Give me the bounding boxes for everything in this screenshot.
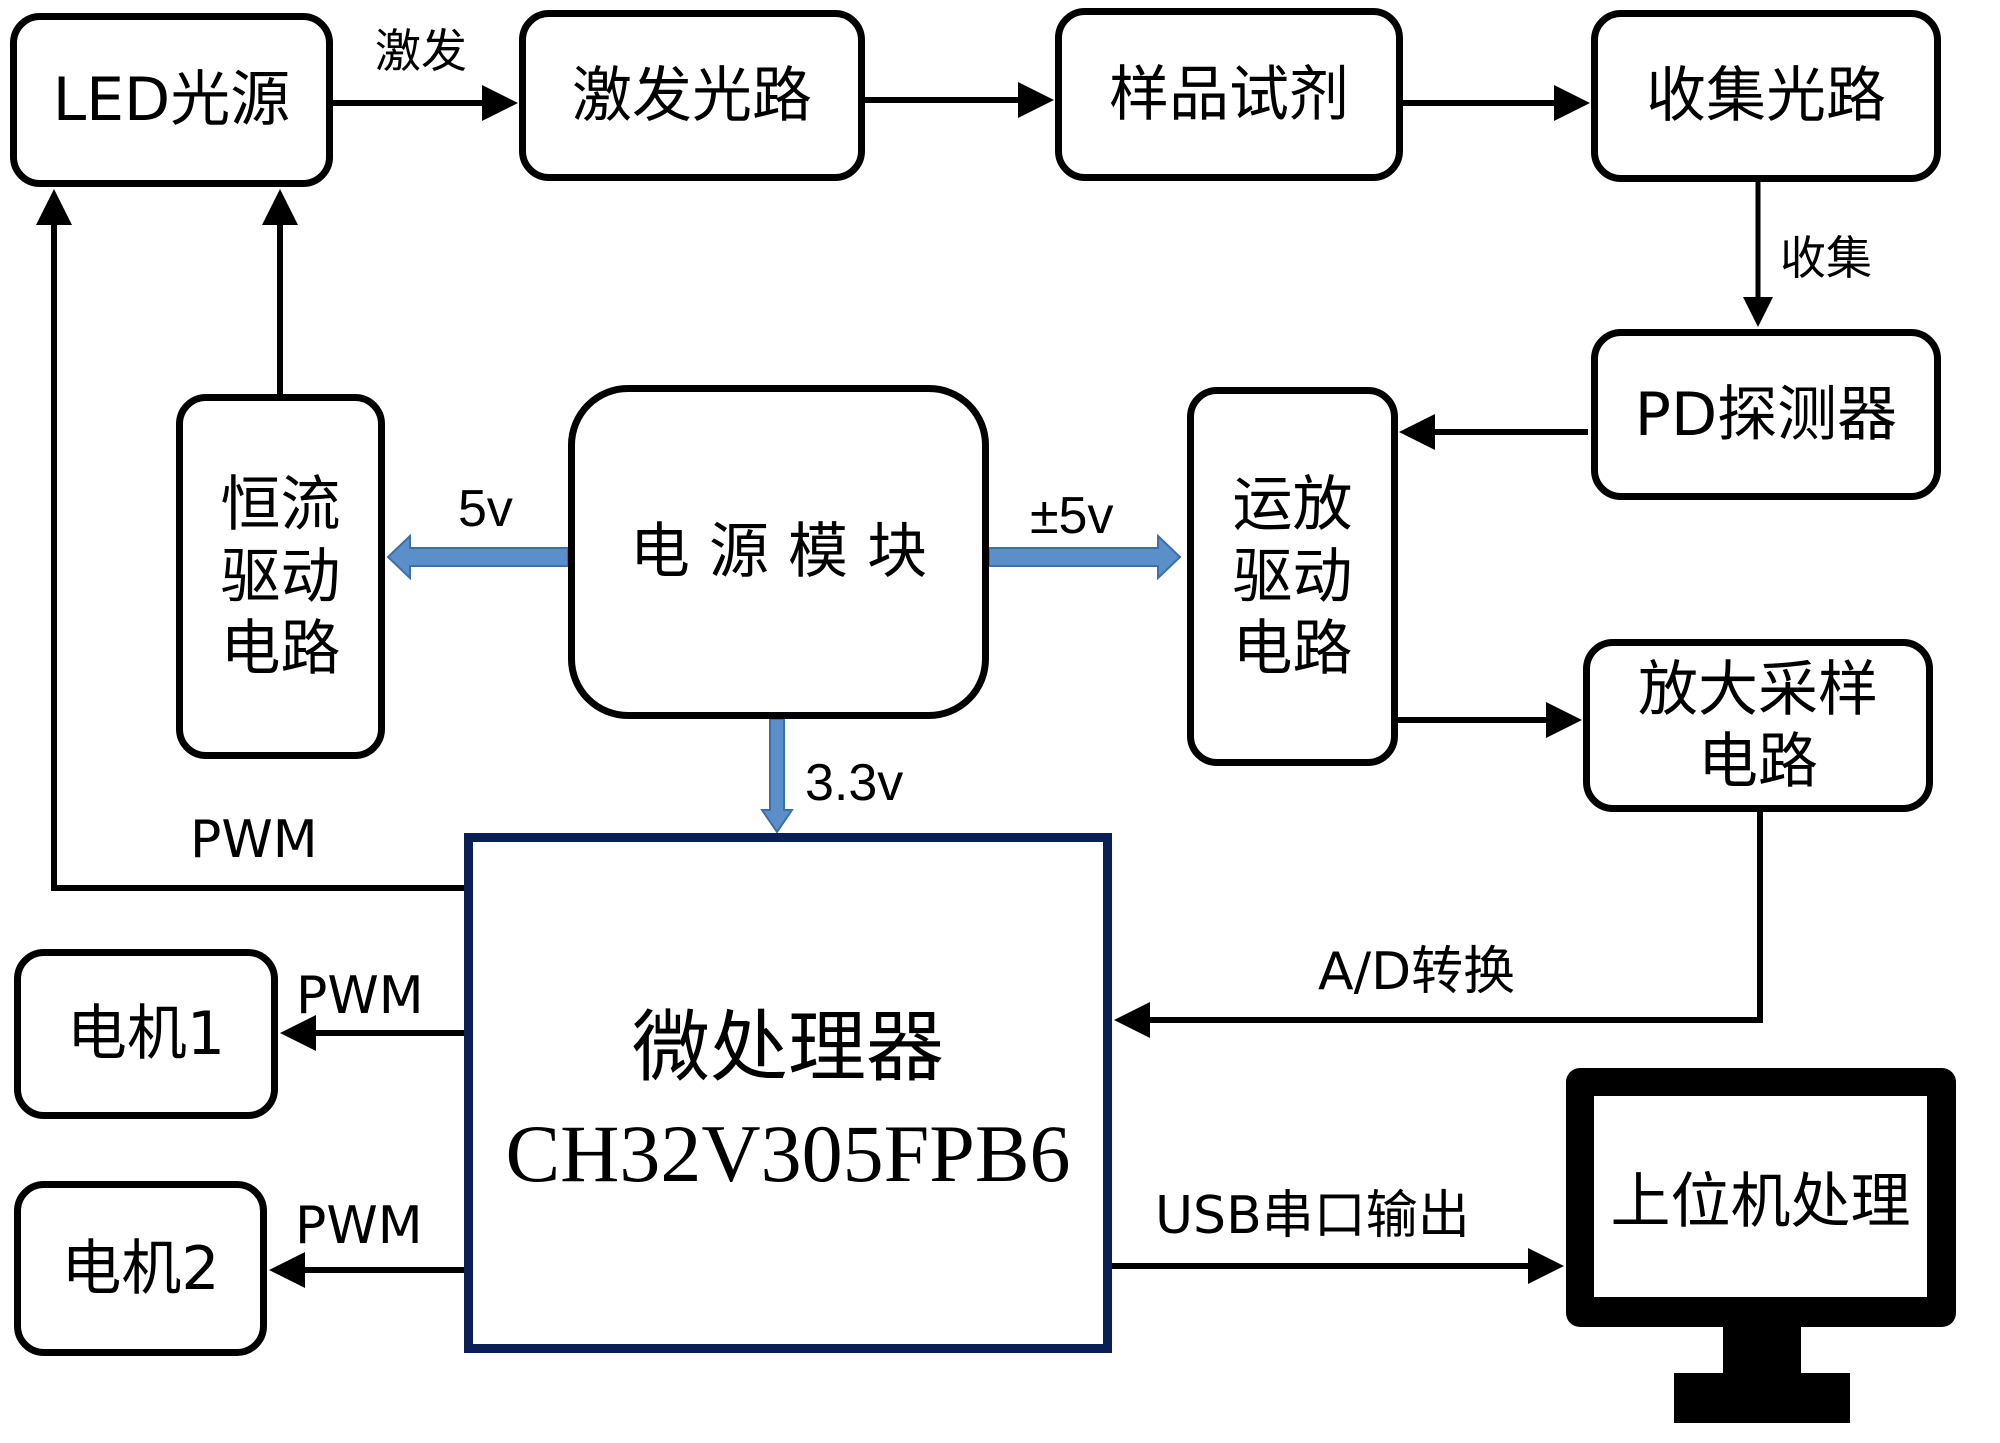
- collection-path-label: 收集光路: [1646, 61, 1886, 131]
- arrow-mcu-pwm-to-led: [36, 189, 464, 891]
- opamp-driver-label: 运放 驱动 电路: [1232, 469, 1353, 684]
- arrow-amp-to-mcu-adc: [1114, 812, 1763, 1038]
- host-pc-monitor-icon: 上位机处理: [1566, 1068, 1956, 1423]
- label-collect: 收集: [1780, 231, 1872, 285]
- led-source-block: LED光源: [10, 13, 333, 187]
- power-arrow-5v: [386, 533, 569, 581]
- opamp-driver-block: 运放 驱动 电路: [1187, 387, 1398, 766]
- power-arrow-pm5v: [988, 533, 1182, 581]
- label-5v: 5v: [458, 480, 513, 538]
- power-module-block: 电 源 模 块: [568, 385, 989, 719]
- label-pwm-motor1: PWM: [296, 966, 424, 1026]
- excitation-path-label: 激发光路: [572, 60, 812, 131]
- led-source-label: LED光源: [52, 65, 291, 135]
- motor1-block: 电机1: [14, 949, 278, 1119]
- microprocessor-block: 微处理器 CH32V305FPB6: [464, 833, 1112, 1353]
- label-pwm-led: PWM: [190, 810, 318, 870]
- pd-detector-label: PD探测器: [1634, 379, 1898, 450]
- monitor-screen: 上位机处理: [1594, 1096, 1927, 1297]
- motor1-label: 电机1: [66, 999, 226, 1069]
- label-pwm-motor2: PWM: [295, 1196, 423, 1256]
- collection-path-block: 收集光路: [1591, 10, 1941, 182]
- motor2-block: 电机2: [14, 1181, 267, 1356]
- sample-reagent-block: 样品试剂: [1055, 8, 1403, 181]
- power-module-label: 电 源 模 块: [629, 517, 928, 587]
- label-adc: A/D转换: [1318, 942, 1516, 1002]
- motor2-label: 电机2: [61, 1233, 220, 1304]
- pd-detector-block: PD探测器: [1591, 329, 1941, 500]
- power-arrow-3v3: [760, 718, 794, 834]
- excitation-path-block: 激发光路: [519, 10, 865, 181]
- label-usb: USB串口输出: [1155, 1186, 1470, 1246]
- amp-sampling-block: 放大采样 电路: [1583, 639, 1933, 812]
- monitor-neck: [1723, 1327, 1801, 1375]
- sample-reagent-label: 样品试剂: [1109, 59, 1349, 130]
- constant-current-driver-label: 恒流 驱动 电路: [220, 469, 341, 684]
- label-3v3: 3.3v: [805, 754, 904, 812]
- amp-sampling-label: 放大采样 电路: [1638, 654, 1878, 797]
- label-pm5v: ±5v: [1030, 487, 1114, 545]
- constant-current-driver-block: 恒流 驱动 电路: [176, 394, 385, 759]
- mcu-model: CH32V305FPB6: [505, 1108, 1071, 1199]
- host-pc-label: 上位机处理: [1610, 1167, 1911, 1237]
- mcu-title: 微处理器: [631, 1003, 944, 1093]
- label-excite: 激发: [375, 24, 467, 78]
- monitor-base: [1674, 1373, 1850, 1423]
